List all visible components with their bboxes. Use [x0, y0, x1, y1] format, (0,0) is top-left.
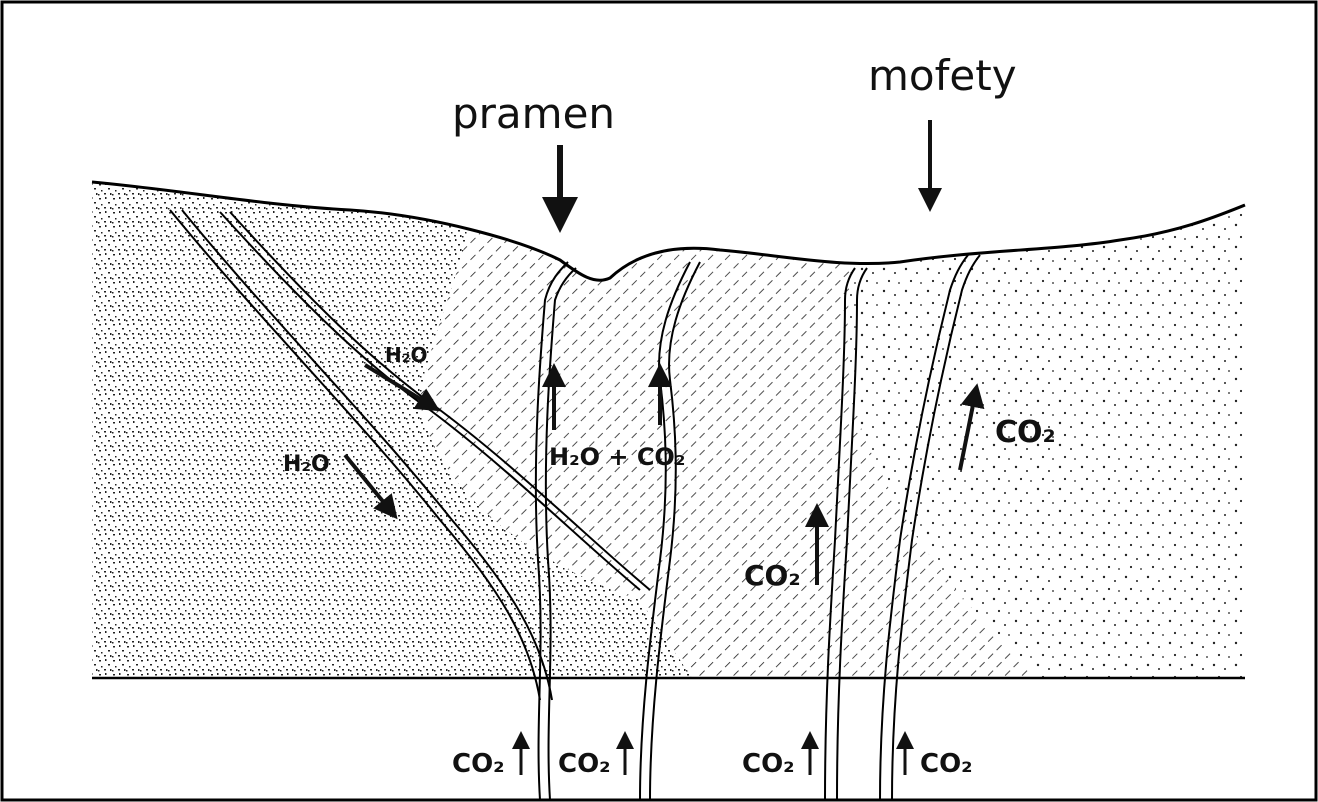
- water-co2-label: H₂O + CO₂: [549, 443, 685, 471]
- water-upper-label: H₂O: [385, 343, 428, 367]
- co2-right-label: CO₂: [995, 415, 1056, 450]
- water-lower-label: H₂O: [283, 452, 330, 477]
- surface-arrows: [560, 120, 930, 215]
- co2-middle-label: CO₂: [744, 559, 801, 592]
- co2-bottom-label-1: CO₂: [452, 749, 505, 779]
- mofettes-label: mofety: [868, 51, 1017, 100]
- co2-bottom-label-3: CO₂: [742, 749, 795, 779]
- co2-bottom-label-4: CO₂: [920, 749, 973, 779]
- spring-label: pramen: [452, 89, 615, 138]
- ground-section: [80, 170, 1252, 690]
- co2-bottom-label-2: CO₂: [558, 749, 611, 779]
